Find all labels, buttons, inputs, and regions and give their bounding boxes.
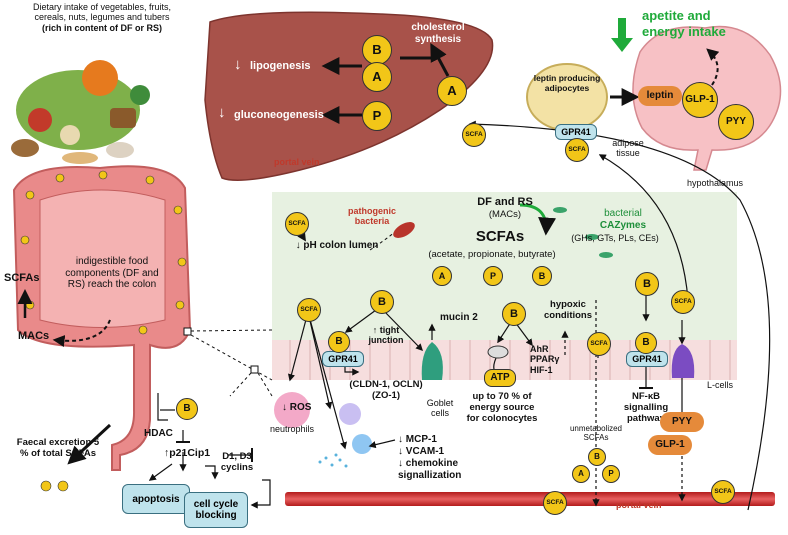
epithelial-cells	[289, 340, 731, 380]
mucin-label: mucin 2	[440, 312, 478, 323]
neutrophils-label: neutrophils	[270, 424, 315, 434]
scfas-types-label: (acetate, propionate, butyrate)	[428, 249, 556, 260]
mcp-label: ↓ MCP-1	[398, 434, 437, 445]
epi-butyrate-4: B	[635, 272, 659, 296]
goblet-label: Goblet cells	[426, 398, 454, 419]
scfas-big-label: SCFAs	[475, 228, 525, 245]
macs-label: MACs	[18, 330, 50, 342]
energy-label: up to 70 % of energy source for colonocy…	[466, 391, 538, 424]
liver-acetate: A	[362, 62, 392, 92]
hypothalamus-label: hypothalamus	[686, 178, 744, 188]
bacterial-label: bacterial	[604, 208, 642, 219]
cazymes-label: CAZymes	[599, 220, 647, 231]
p21-label: ↑p21Cip1	[164, 447, 211, 459]
mitochondrion	[487, 345, 509, 359]
receptors-label: AhR PPARγ HIF-1	[530, 344, 560, 375]
liver-acetate-cholesterol: A	[437, 76, 467, 106]
adipose-tissue-label: adipose tissue	[612, 138, 644, 159]
epi-butyrate-5: B	[635, 332, 657, 354]
cldn-label: (CLDN-1, OCLN) (ZO-1)	[349, 379, 423, 401]
portal-vein-label-bottom: portal vein	[616, 500, 662, 510]
hypoxic-label: hypoxic conditions	[543, 299, 593, 321]
ros-label: ↓ ROS	[282, 402, 312, 413]
scfa-lcell: SCFA	[671, 290, 695, 314]
lcells-label: L-cells	[706, 380, 733, 390]
lcell-glp1: GLP-1	[648, 435, 692, 455]
indigestible-label: indigestible food components (DF and RS)…	[65, 256, 159, 290]
faecal-label: Faecal excretion 5 % of total SCFAs	[16, 437, 100, 459]
food-illustration	[11, 60, 150, 164]
unmet-acetate: A	[572, 465, 590, 483]
leptin-hormone: leptin	[638, 86, 682, 106]
lumen-acetate: A	[432, 266, 452, 286]
diet-line1: Dietary intake of vegetables, fruits,	[32, 2, 172, 12]
neutrophil-cell	[274, 392, 310, 428]
cell-cycle-blocking-box: cell cycle blocking	[184, 492, 248, 528]
macs-lumen-label: (MACs)	[488, 209, 522, 220]
portal-vein-vessel	[285, 492, 775, 506]
scfa-vein-2: SCFA	[711, 480, 735, 504]
leptin-cell-label: leptin producing adipocytes	[533, 73, 601, 93]
epi-butyrate-1: B	[370, 290, 394, 314]
pathogenic-label: pathogenic bacteria	[347, 206, 396, 227]
scfa-portal-1: SCFA	[462, 123, 486, 147]
pathogenic-bacteria-shape	[393, 222, 415, 238]
scfa-adipose: SCFA	[565, 138, 589, 162]
brain-glp1: GLP-1	[682, 82, 718, 118]
scfa-vein-1: SCFA	[543, 491, 567, 515]
scfas-label: SCFAs	[4, 272, 40, 284]
vcam-label: ↓ VCAM-1	[398, 446, 445, 457]
scfa-lumen: SCFA	[285, 212, 309, 236]
cazymes-types-label: (GHs, GTs, PLs, CEs)	[571, 233, 659, 243]
cyclins-label: D1, D3 cyclins	[220, 451, 254, 473]
intestine-illustration	[12, 165, 192, 471]
apoptosis-box: apoptosis	[122, 484, 190, 514]
diet-caption: Dietary intake of vegetables, fruits, ce…	[2, 2, 202, 33]
ph-label: ↓ pH colon lumen	[295, 240, 379, 251]
brain-pyy: PYY	[718, 104, 754, 140]
nfkb-label: NF-κB signalling pathway	[623, 391, 669, 424]
df-rs-label: DF and RS	[477, 196, 533, 208]
decrease-arrow-lipo: ↓	[234, 56, 242, 73]
hdac-label: HDAC	[144, 428, 173, 439]
liver-propionate: P	[362, 101, 392, 131]
unmet-propionate: P	[602, 465, 620, 483]
scfa-epi-1: SCFA	[297, 298, 321, 322]
unmetabolized-label: unmetabolized SCFAs	[569, 424, 623, 443]
diet-line2: cereals, nuts, legumes and tubers	[34, 12, 170, 23]
tight-junction-label: ↑ tight junction	[368, 325, 404, 346]
epi-butyrate-2: B	[328, 331, 350, 353]
portal-vein-label-top: portal vein	[274, 157, 320, 167]
diet-line3: (rich in content of DF or RS)	[42, 22, 162, 33]
lumen-propionate: P	[483, 266, 503, 286]
cazyme-bacteria	[553, 207, 613, 258]
liver-butyrate: B	[362, 35, 392, 65]
lumen-butyrate: B	[532, 266, 552, 286]
gluconeogenesis-label: gluconeogenesis	[234, 109, 324, 121]
scfa-epi-2: SCFA	[587, 332, 611, 356]
lipogenesis-label: lipogenesis	[250, 60, 311, 72]
decrease-arrow-gluco: ↓	[218, 104, 226, 121]
unmet-butyrate: B	[588, 448, 606, 466]
atp-badge: ATP	[484, 369, 516, 387]
goblet-cell	[421, 342, 443, 380]
gpr41-epithelium-1: GPR41	[322, 351, 364, 367]
lcell-pyy: PYY	[660, 412, 704, 432]
appetite-title: apetite and energy intake	[642, 8, 726, 40]
l-cell	[671, 344, 695, 378]
epi-butyrate-3: B	[502, 302, 526, 326]
hdac-butyrate: B	[176, 398, 198, 420]
chemokine-label: ↓ chemokine signallization	[398, 458, 462, 481]
cholesterol-label: cholesterol synthesis	[411, 22, 465, 45]
